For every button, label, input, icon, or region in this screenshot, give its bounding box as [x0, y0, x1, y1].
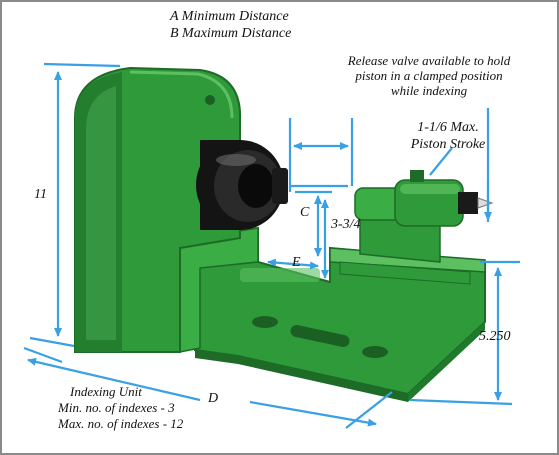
- label-a-minimum-distance: A Minimum Distance: [170, 9, 289, 24]
- label-indexing-unit: Indexing Unit: [70, 384, 142, 399]
- label-dimension-e: E: [292, 255, 301, 270]
- base-slot: [290, 325, 350, 347]
- headstock-highlight: [86, 86, 116, 340]
- chuck-bore: [238, 164, 274, 208]
- release-valve-fitting: [410, 170, 424, 182]
- tailstock-rail-lower: [339, 261, 471, 285]
- label-b-maximum-distance: B Maximum Distance: [170, 26, 292, 41]
- label-piston-stroke-line2: Piston Stroke: [410, 137, 486, 152]
- label-max-indexes: Max. no. of indexes - 12: [58, 416, 184, 431]
- live-center-tip: [477, 197, 494, 209]
- base-plate-side: [408, 322, 485, 402]
- label-piston-stroke-line1: 1-1/6 Max.: [417, 120, 479, 135]
- label-dimension-c: C: [300, 205, 310, 220]
- label-release-valve-line3: while indexing: [390, 83, 468, 98]
- chuck-highlight: [216, 154, 256, 166]
- label-dimension-d: D: [208, 391, 219, 406]
- base-highlight: [240, 268, 320, 282]
- label-min-indexes: Min. no. of indexes - 3: [58, 400, 175, 415]
- base-plate-edge: [195, 350, 408, 402]
- label-release-valve-line2: piston in a clamped position: [355, 68, 503, 83]
- dimension-lines: [23, 62, 520, 429]
- label-release-valve-line1: Release valve available to hold: [347, 53, 511, 68]
- label-dimension-11: 11: [34, 187, 47, 202]
- headstock-top-edge: [129, 70, 234, 119]
- label-dimension-5-250: 5.250: [479, 329, 511, 344]
- chuck-nose: [272, 168, 288, 204]
- base-hole: [252, 316, 278, 328]
- piston-rod-collar: [458, 192, 478, 214]
- headstock-side: [75, 72, 122, 352]
- headstock-bolt: [205, 95, 215, 105]
- label-dimension-3-3-4: 3-3/4: [331, 217, 361, 232]
- cylinder-highlight: [400, 184, 460, 194]
- base-hole: [362, 346, 388, 358]
